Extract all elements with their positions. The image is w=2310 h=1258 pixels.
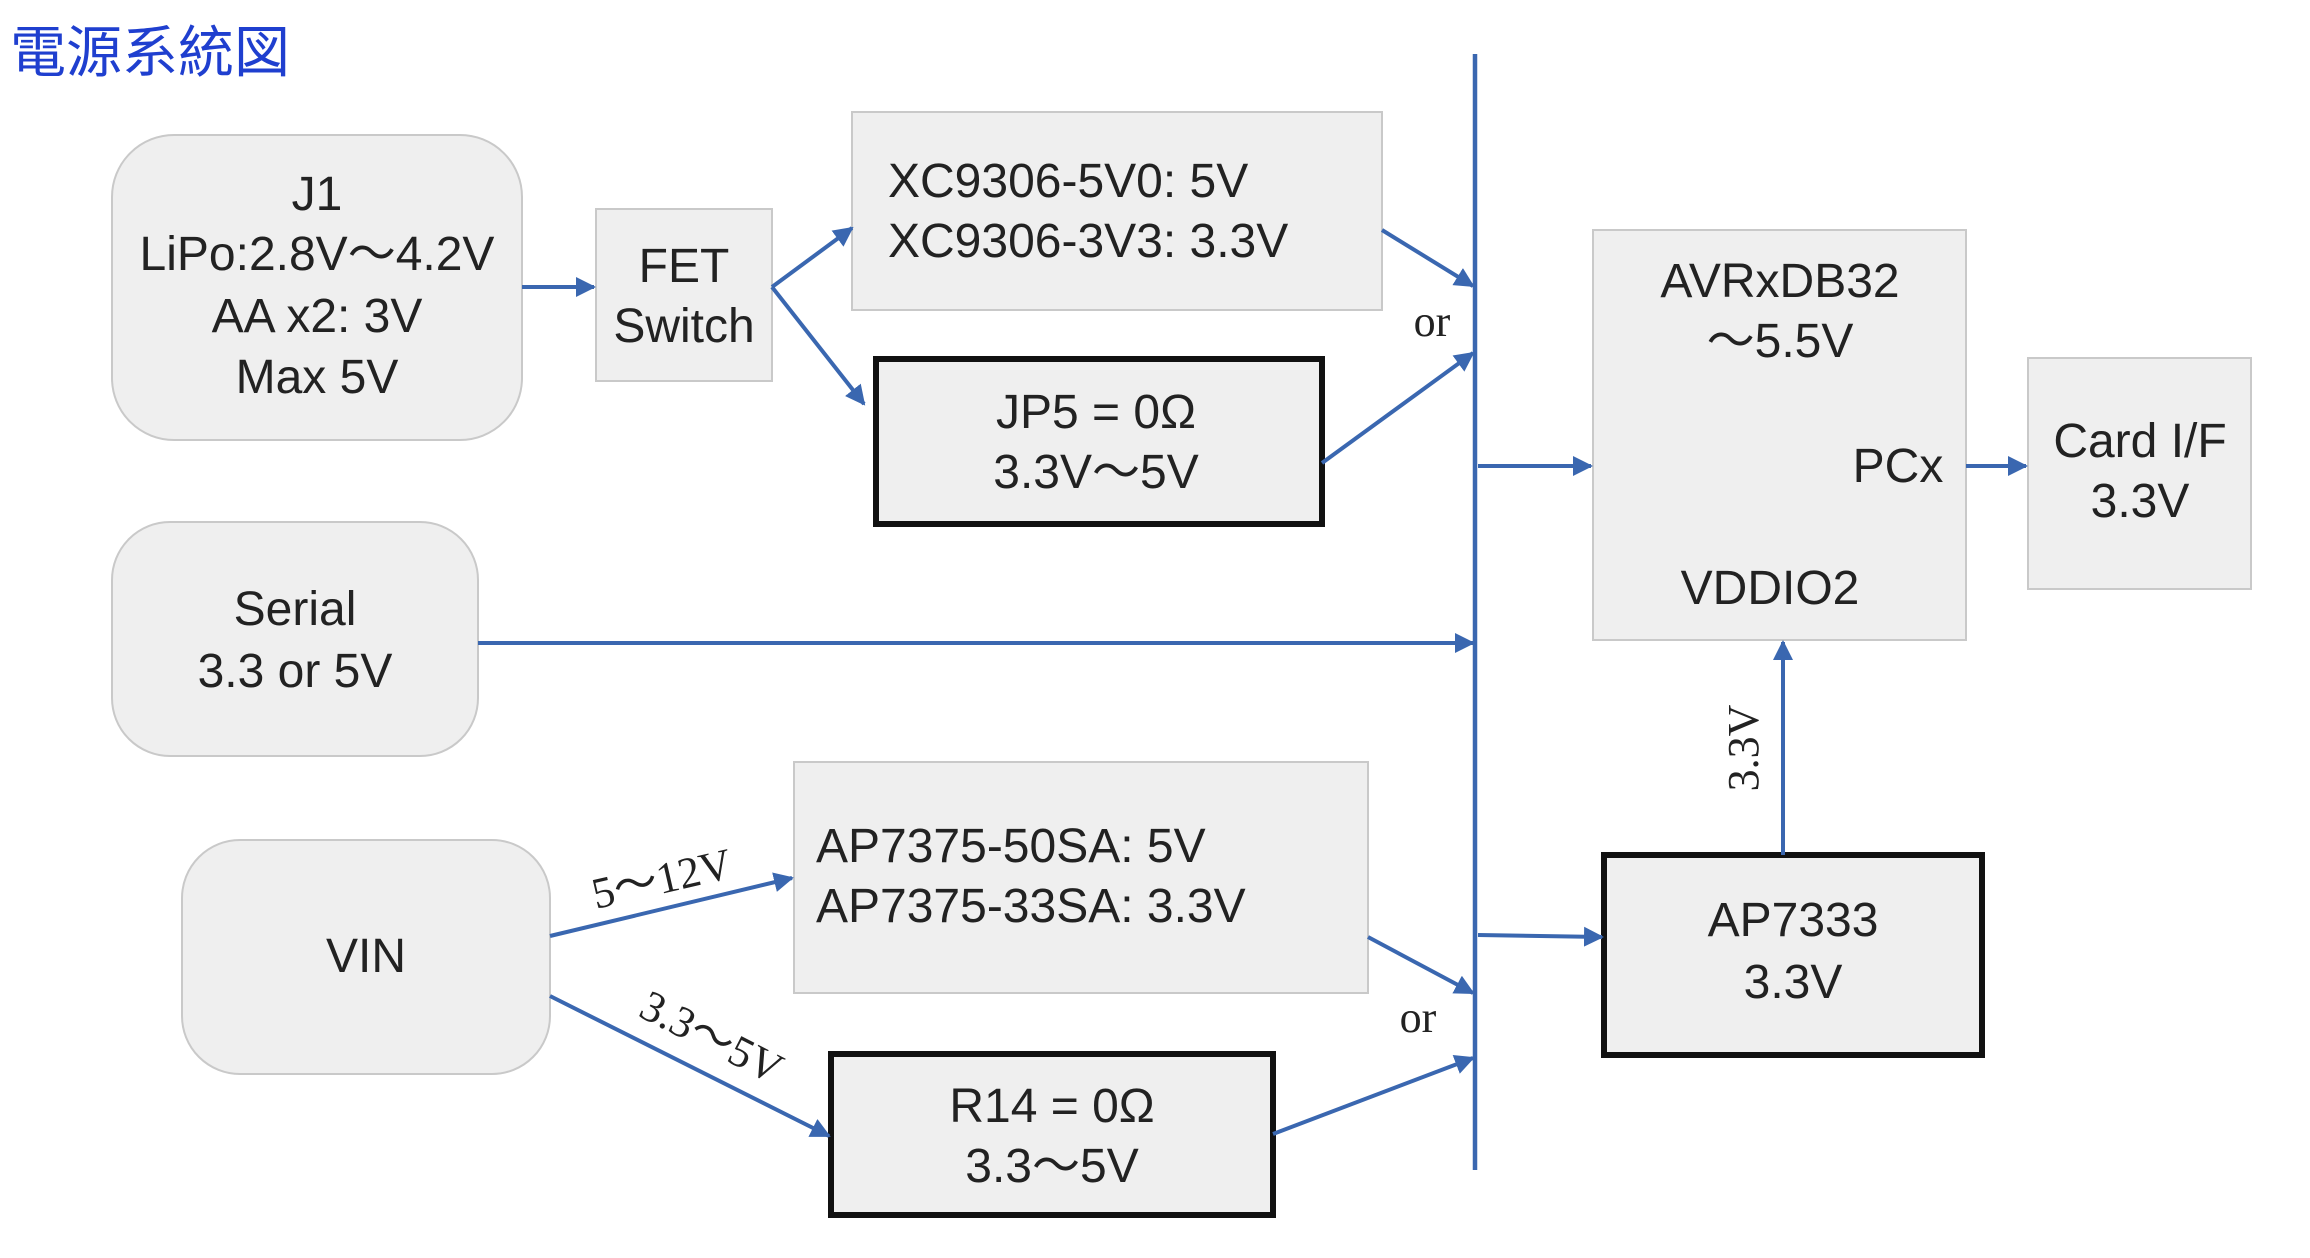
- fet-to-xc9306-arrow: [770, 226, 854, 289]
- j1-line: J1: [292, 168, 343, 221]
- vin-to-r14-arrow: [549, 994, 831, 1138]
- ap7333-block: AP7333 3.3V: [1601, 852, 1985, 1058]
- serial-box: [111, 521, 479, 757]
- or-label-bottom: or: [1400, 993, 1437, 1042]
- jp5-block: JP5 = 0Ω 3.3V～5V: [873, 356, 1325, 527]
- r14-block: R14 = 0Ω 3.3～5V: [828, 1051, 1276, 1218]
- card-if-block: Card I/F 3.3V: [2027, 357, 2252, 590]
- diagram-title: 電源系統図: [10, 21, 290, 86]
- or-label-top: or: [1414, 297, 1451, 346]
- j1-line: AA x2: 3V: [212, 290, 423, 343]
- r14-to-bus-arrow: [1272, 1055, 1475, 1136]
- ap7375-line: AP7375-50SA: 5V: [816, 820, 1206, 873]
- ap7375-line: AP7375-33SA: 3.3V: [816, 880, 1246, 933]
- card-if-box: [2027, 357, 2252, 590]
- avr-box: [1592, 229, 1967, 641]
- r14-box: [828, 1051, 1276, 1218]
- j1-block: J1 LiPo:2.8V～4.2V AA x2: 3V Max 5V: [111, 134, 523, 441]
- ap7375-to-bus-arrow: [1367, 935, 1475, 995]
- vin-upper-voltage-label: 5～12V: [587, 839, 736, 919]
- avr-block: AVRxDB32 ～5.5V PCx VDDIO2: [1592, 229, 1967, 641]
- avr-name-line: ～5.5V: [1707, 315, 1854, 368]
- ap7375-box: [793, 761, 1369, 994]
- serial-block: Serial 3.3 or 5V: [111, 521, 479, 757]
- card-if-line: 3.3V: [2091, 475, 2190, 528]
- ap7375-block: AP7375-50SA: 5V AP7375-33SA: 3.3V: [793, 761, 1369, 994]
- vin-box: [181, 839, 551, 1075]
- vin-line: VIN: [326, 930, 406, 983]
- bus-to-ap7333-arrow: [1477, 926, 1604, 947]
- r14-line: R14 = 0Ω: [949, 1080, 1154, 1133]
- xc9306-block: XC9306-5V0: 5V XC9306-3V3: 3.3V: [851, 111, 1383, 311]
- fet-switch-box: [595, 208, 773, 382]
- card-if-line: Card I/F: [2053, 415, 2226, 468]
- jp5-line: 3.3V～5V: [993, 446, 1198, 499]
- avr-vddio2-label: VDDIO2: [1681, 562, 1860, 615]
- jp5-to-bus-arrow: [1320, 351, 1475, 465]
- xc9306-to-bus-arrow: [1380, 228, 1475, 288]
- r14-line: 3.3～5V: [965, 1140, 1138, 1193]
- fet-switch-block: FET Switch: [595, 208, 773, 382]
- xc9306-line: XC9306-5V0: 5V: [888, 155, 1248, 208]
- vin-block: VIN: [181, 839, 551, 1075]
- avr-name-line: AVRxDB32: [1660, 255, 1899, 308]
- xc9306-box: [851, 111, 1383, 311]
- fet-switch-line: Switch: [613, 300, 754, 353]
- j1-line: LiPo:2.8V～4.2V: [140, 228, 495, 281]
- jp5-line: JP5 = 0Ω: [996, 386, 1196, 439]
- fet-to-jp5-arrow: [770, 285, 866, 406]
- ap7333-line: AP7333: [1708, 894, 1879, 947]
- avr-pcx-label: PCx: [1853, 440, 1944, 493]
- j1-line: Max 5V: [236, 351, 399, 404]
- ap7333-output-voltage-label: 3.3V: [1719, 704, 1768, 791]
- xc9306-line: XC9306-3V3: 3.3V: [888, 215, 1288, 268]
- fet-switch-line: FET: [639, 240, 730, 293]
- serial-line: Serial: [234, 583, 357, 636]
- ap7333-box: [1601, 852, 1985, 1058]
- ap7333-line: 3.3V: [1744, 956, 1843, 1009]
- jp5-box: [873, 356, 1325, 527]
- serial-line: 3.3 or 5V: [198, 645, 393, 698]
- vin-to-ap7375-arrow: [549, 872, 794, 938]
